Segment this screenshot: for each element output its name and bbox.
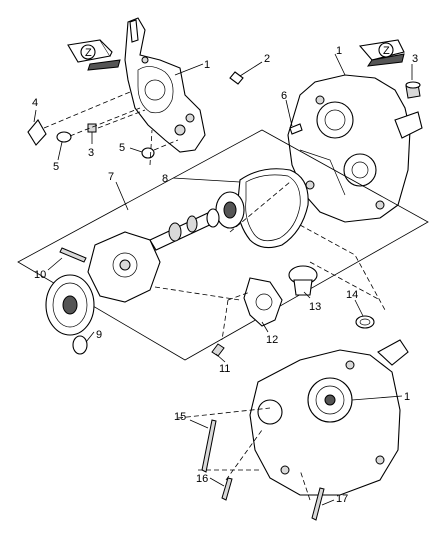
o-ring-part-5-left (56, 131, 72, 143)
callout-14: 14 (346, 289, 358, 301)
callout-1-top-left: 1 (204, 59, 210, 71)
callout-11: 11 (219, 363, 230, 375)
callout-8: 8 (162, 173, 168, 185)
compass-letter-left: Z (85, 47, 92, 59)
callout-15: 15 (174, 411, 186, 423)
compass-letter-right: Z (383, 45, 390, 57)
callout-5-mid: 5 (119, 142, 125, 154)
callout-9: 9 (96, 329, 102, 341)
sensor-part-2 (229, 71, 244, 85)
bolt-part-17 (311, 487, 325, 521)
bolt-part-11 (211, 343, 225, 357)
callout-4: 4 (32, 97, 38, 109)
seal-part-14 (355, 315, 375, 329)
callout-5-left: 5 (53, 161, 59, 173)
pump-impeller-body (87, 231, 161, 303)
pump-pulley (45, 274, 95, 336)
callout-10: 10 (34, 269, 46, 281)
stud (289, 123, 303, 135)
callout-3-left: 3 (88, 147, 94, 159)
pump-group-box (17, 129, 429, 361)
callout-17: 17 (336, 493, 348, 505)
housing-top-left (124, 17, 206, 153)
pump-shaft (149, 211, 217, 251)
housing-top-right (287, 74, 423, 223)
callout-1-bottom: 1 (404, 391, 410, 403)
o-ring-part-5-mid (141, 147, 155, 159)
pump-bearing (206, 191, 245, 229)
callout-3-right: 3 (412, 53, 418, 65)
thermostat-housing-part-12 (243, 277, 283, 327)
leader-lines (33, 53, 413, 506)
callout-1-top-right: 1 (336, 45, 342, 57)
callout-2: 2 (264, 53, 270, 65)
direction-arrow-right: Z (358, 39, 405, 67)
callout-16: 16 (196, 473, 208, 485)
bolt-part-16 (221, 477, 233, 501)
alignment-lines (43, 91, 386, 501)
direction-arrow-left: Z (67, 39, 121, 71)
callout-6: 6 (281, 90, 287, 102)
clip-part-4 (27, 119, 47, 146)
callout-13: 13 (309, 301, 321, 313)
thermostat-part-13 (288, 265, 318, 296)
seal-part-9 (72, 335, 88, 355)
cap-right (405, 81, 421, 99)
housing-bottom (249, 339, 409, 496)
bolt-part-10 (59, 247, 87, 263)
pump-gasket (237, 168, 309, 249)
callout-7: 7 (108, 171, 114, 183)
callout-labels: 1 2 3 4 5 3 5 6 1 7 8 10 9 11 12 13 14 1… (32, 45, 418, 505)
bolt-part-15 (201, 419, 217, 473)
callout-12: 12 (266, 334, 278, 346)
